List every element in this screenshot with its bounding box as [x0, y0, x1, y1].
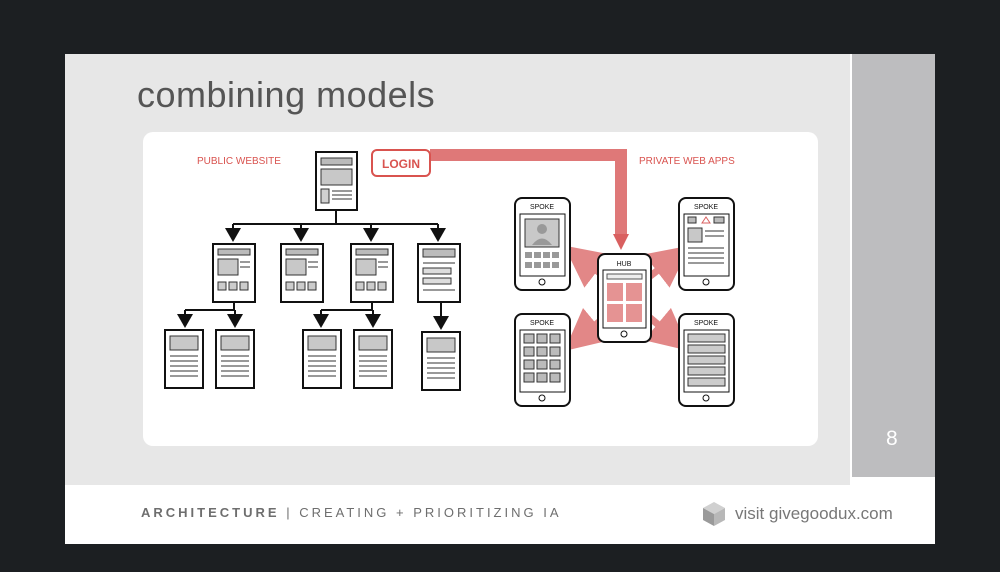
login-box [371, 149, 431, 177]
spoke-label-1: SPOKE [530, 204, 554, 211]
diagram-card: PUBLIC WEBSITE PRIVATE WEB APPS LOGIN [143, 132, 818, 446]
root-page [315, 151, 358, 211]
private-web-apps-label: PRIVATE WEB APPS [639, 156, 735, 167]
public-website-label: PUBLIC WEBSITE [197, 156, 281, 167]
spoke-label-2: SPOKE [530, 320, 554, 327]
section-page-1 [212, 243, 256, 303]
spoke-phone-detail: SPOKE [678, 197, 735, 291]
website-link[interactable]: visit givegoodux.com [735, 504, 893, 523]
slide: 8 combining models PUBLIC WEBSITE PRIVAT… [65, 54, 935, 544]
ia-diagram: PUBLIC WEBSITE PRIVATE WEB APPS LOGIN [164, 149, 735, 407]
page-number: 8 [886, 427, 898, 450]
footer-section-title: ARCHITECTURE | CREATING + PRIORITIZING I… [141, 505, 562, 520]
section-page-3 [350, 243, 394, 303]
hub-label: HUB [617, 261, 632, 268]
spoke-phone-profile: SPOKE [514, 197, 571, 291]
spoke-phone-list: SPOKE [678, 313, 735, 407]
hub-phone: HUB [597, 253, 652, 343]
detail-page-4 [353, 329, 393, 389]
detail-page-2 [215, 329, 255, 389]
spoke-label-3: SPOKE [694, 204, 718, 211]
spoke-phone-grid: SPOKE [514, 313, 571, 407]
spoke-label-4: SPOKE [694, 320, 718, 327]
detail-page-1 [164, 329, 204, 389]
section-page-4 [417, 243, 461, 303]
footer-section: ARCHITECTURE [141, 505, 280, 520]
detail-page-3 [302, 329, 342, 389]
detail-page-5 [421, 331, 461, 391]
side-bar [852, 54, 935, 477]
cube-logo-icon [703, 502, 725, 526]
footer-separator: | [286, 505, 293, 520]
tree-connectors [225, 210, 446, 242]
footer-subtitle: CREATING + PRIORITIZING IA [299, 505, 562, 520]
login-label: LOGIN [382, 157, 420, 171]
section-page-2 [280, 243, 324, 303]
slide-title: combining models [137, 74, 436, 115]
footer-branding: visit givegoodux.com [701, 500, 893, 528]
login-flow-arrow [430, 149, 629, 250]
subtree-connectors [177, 302, 449, 330]
